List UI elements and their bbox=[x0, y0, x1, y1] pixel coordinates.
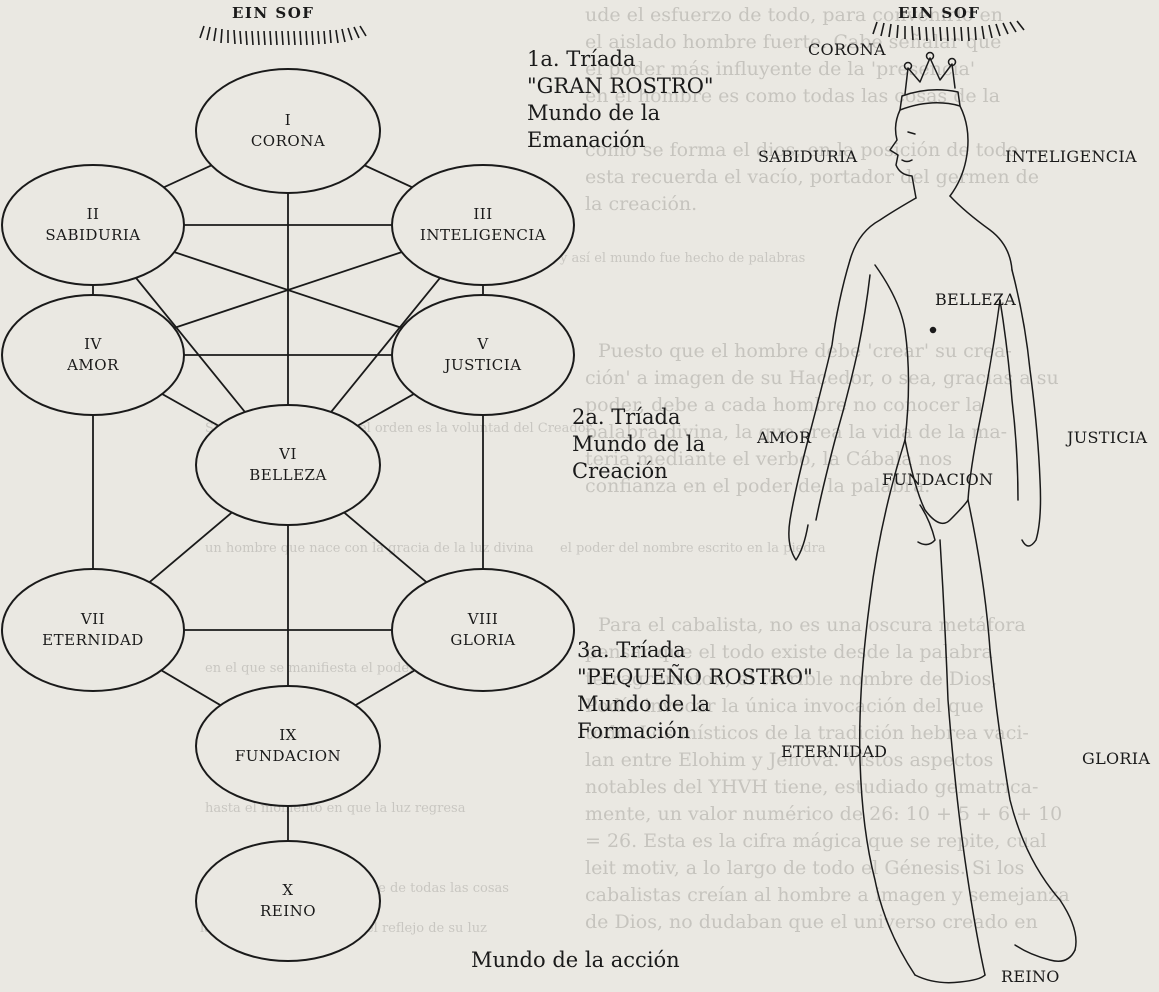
figure-label-fundacion: FUNDACION bbox=[882, 470, 993, 489]
figure-label-corona: CORONA bbox=[808, 40, 886, 59]
figure-label-inteligencia: INTELIGENCIA bbox=[1005, 147, 1137, 166]
figure-label-reino: REINO bbox=[1001, 967, 1060, 986]
figure-label-gloria: GLORIA bbox=[1082, 749, 1150, 768]
ein-sof-title-right: EIN SOF bbox=[898, 4, 980, 22]
figure-outline bbox=[789, 53, 1076, 983]
figure-label-justicia: JUSTICIA bbox=[1067, 428, 1147, 447]
figure-label-belleza: BELLEZA bbox=[935, 290, 1016, 309]
figure-label-sabiduria: SABIDURIA bbox=[758, 147, 858, 166]
figure-label-eternidad: ETERNIDAD bbox=[781, 742, 887, 761]
figure-label-amor: AMOR bbox=[757, 428, 811, 447]
ein-sof-rays-right bbox=[873, 21, 1024, 41]
